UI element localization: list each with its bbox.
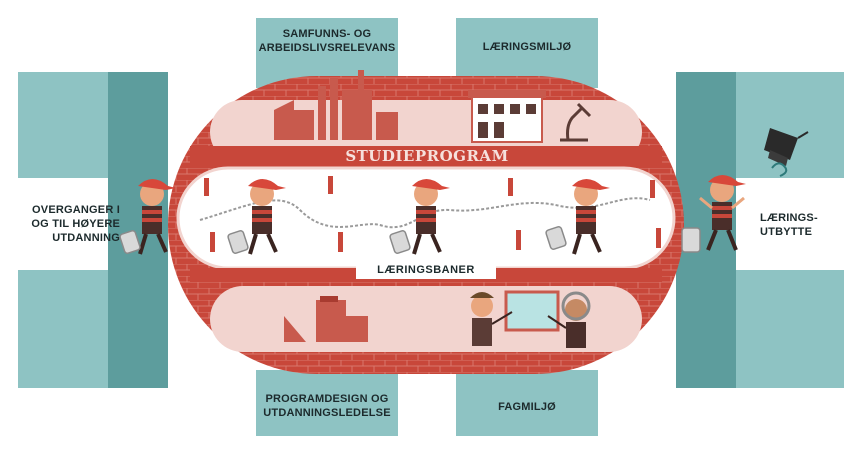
factory-icon: [274, 70, 398, 140]
panel-left-outer: [18, 178, 108, 270]
whiteboard-icon: [504, 290, 560, 332]
label-programdesign: PROGRAMDESIGN OG UTDANNINGSLEDELSE: [263, 393, 391, 419]
school-building-icon: [468, 90, 546, 143]
label-samfunnsrelevans: SAMFUNNS- OG ARBEIDSLIVSRELEVANS: [258, 28, 396, 54]
laeringsbaner-label: LÆRINGSBANER: [356, 261, 496, 279]
lane-marker-icon: [204, 176, 661, 252]
tab-bottom-left: [256, 370, 398, 436]
microscope-icon: [560, 102, 592, 142]
title-band: [190, 146, 662, 168]
panel-right-outer: [736, 178, 844, 270]
tab-bottom-right: [456, 370, 598, 436]
label-overganger: OVERGANGER I OG TIL HØYERE UTDANNING: [31, 204, 120, 244]
stacked-blocks-icon: [284, 296, 368, 342]
teacher-figure-icon: [470, 291, 591, 348]
label-fagmiljo: FAGMILJØ: [498, 401, 556, 413]
studieprogram-title: STUDIEPROGRAM: [345, 147, 509, 165]
label-laeringsutbytte: LÆRINGS- UTBYTTE: [760, 212, 818, 238]
graduation-cap-icon: [764, 128, 809, 177]
label-laeringsmiljo: LÆRINGSMILJØ: [482, 41, 572, 53]
suitcase-icon: [119, 226, 701, 254]
student-figure-icon: [138, 175, 746, 255]
